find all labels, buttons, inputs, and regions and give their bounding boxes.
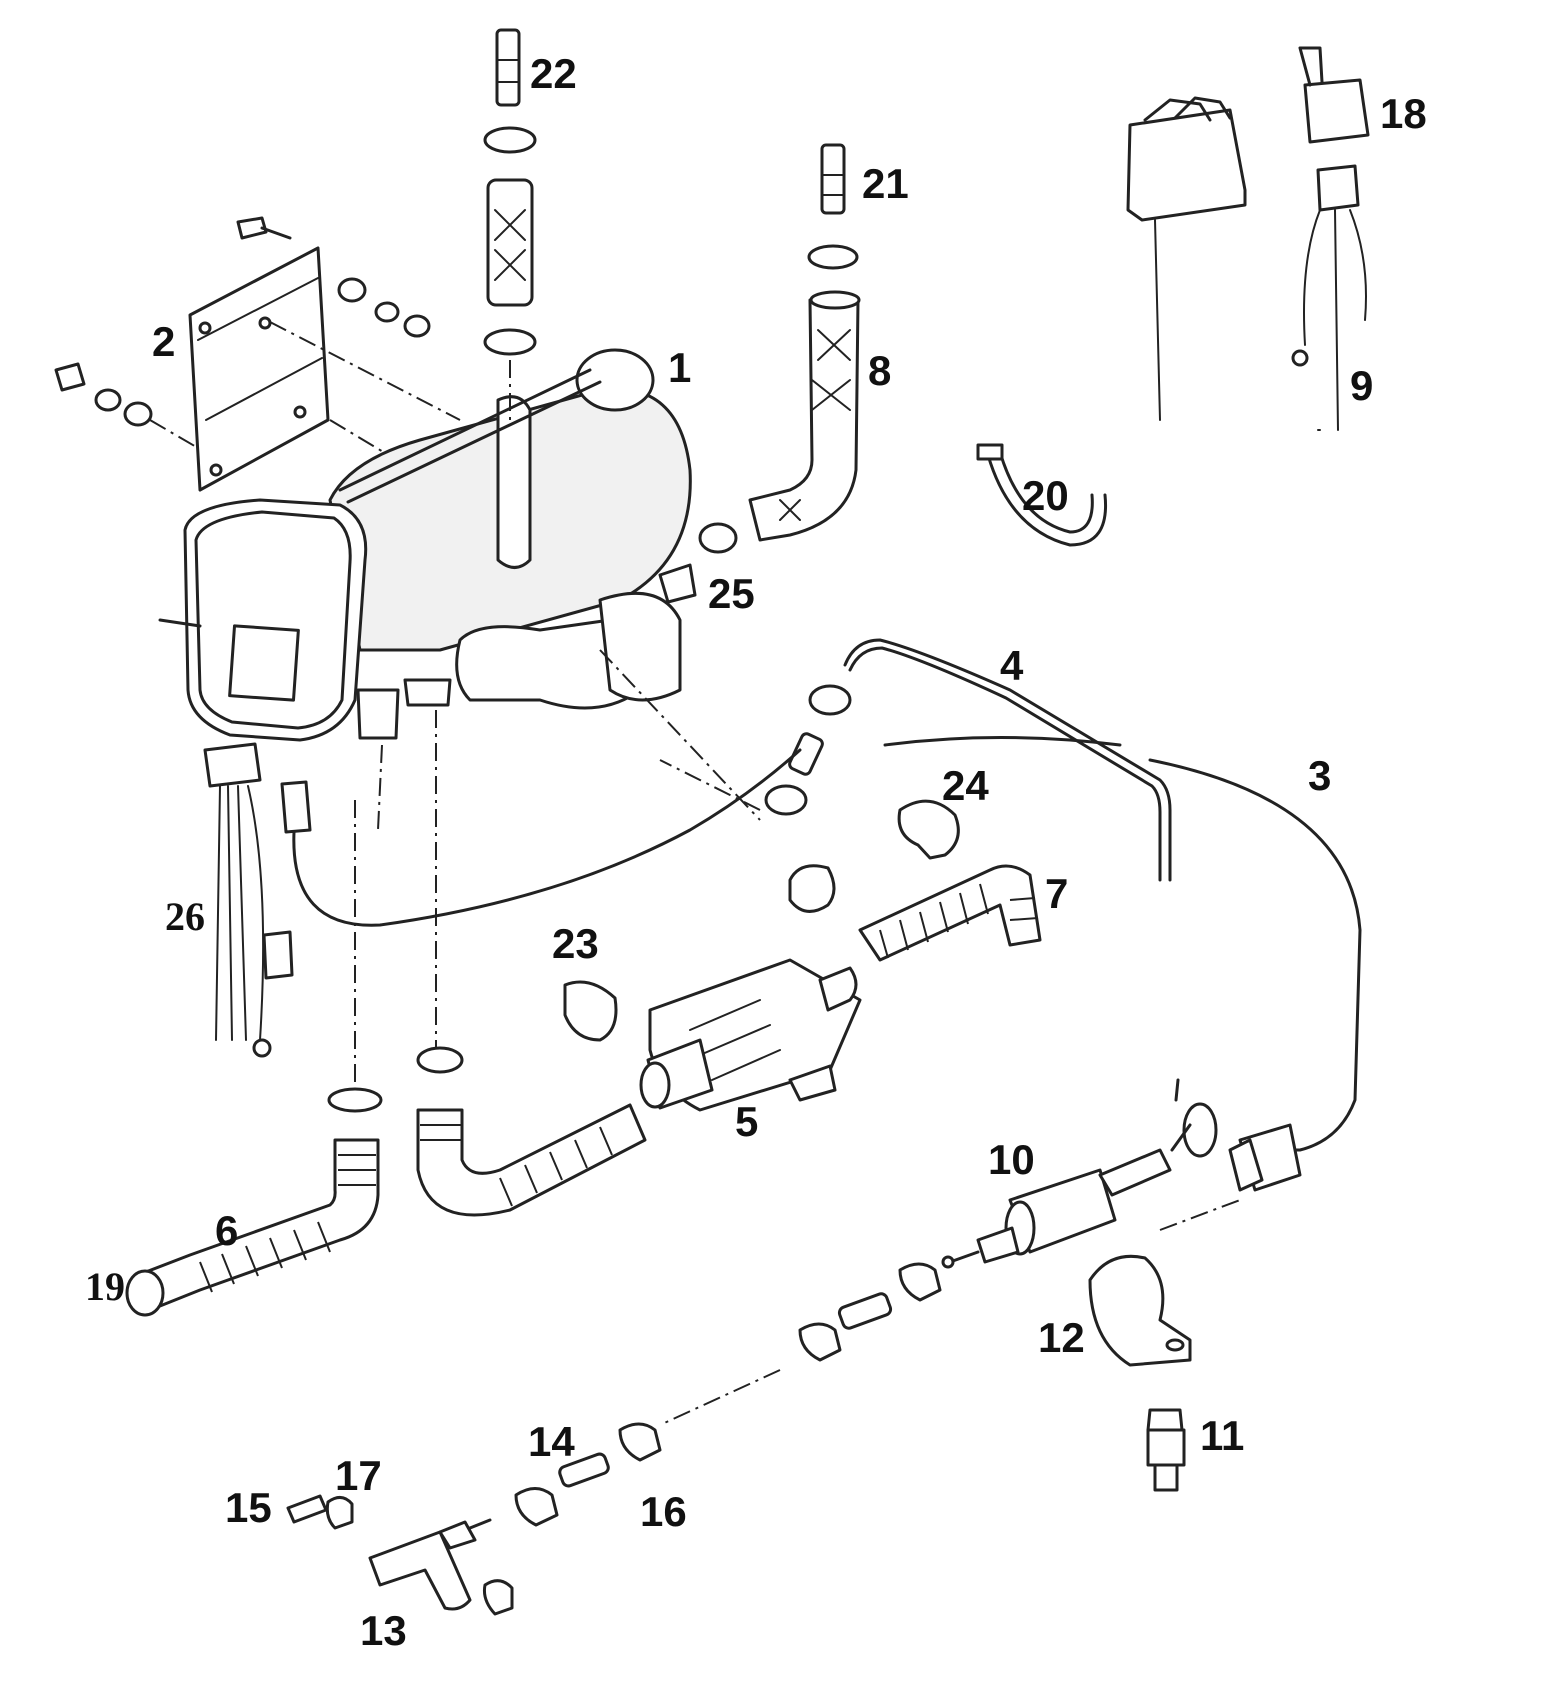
fuel-line: [659, 638, 1172, 882]
tee-fitting: [286, 1494, 514, 1616]
callout-22: 22: [530, 50, 577, 97]
callout-10: 10: [988, 1136, 1035, 1183]
callout-26: 26: [165, 894, 205, 939]
callout-18: 18: [1380, 90, 1427, 137]
callout-13: 13: [360, 1607, 407, 1654]
callout-1: 1: [668, 344, 691, 391]
muffler: [563, 958, 862, 1112]
pump-bracket: [1088, 1254, 1192, 1492]
exhaust-clamp-elbow: [788, 799, 1042, 962]
callout-7: 7: [1045, 870, 1068, 917]
callout-11: 11: [1200, 1412, 1244, 1459]
intake-hose: [125, 800, 383, 1317]
relay-and-harness: [1126, 46, 1370, 431]
callout-9: 9: [1350, 362, 1373, 409]
wiring-harness: [203, 742, 802, 1058]
callout-12: 12: [1038, 1314, 1085, 1361]
fuel-line-lower: [514, 1262, 942, 1527]
callout-16: 16: [640, 1488, 687, 1535]
callout-4: 4: [1000, 642, 1024, 689]
callout-25: 25: [708, 570, 755, 617]
callout-labels: 1 2 3 4 5 6 7 8 9 10 11 12 13 14 15 16 1…: [85, 50, 1427, 1654]
callout-17: 17: [335, 1452, 382, 1499]
coolant-hose-right: [698, 143, 861, 554]
mounting-bracket: [54, 216, 481, 511]
callout-8: 8: [868, 347, 891, 394]
callout-20: 20: [1022, 472, 1069, 519]
callout-14: 14: [528, 1418, 575, 1465]
callout-23: 23: [552, 920, 599, 967]
callout-21: 21: [862, 160, 909, 207]
callout-24: 24: [942, 762, 989, 809]
callout-2: 2: [152, 318, 175, 365]
callout-15: 15: [225, 1484, 272, 1531]
pump-wire: [883, 736, 1362, 1231]
exhaust-hose: [416, 1046, 647, 1217]
fuel-pump: [941, 1078, 1218, 1269]
heater-body: [158, 348, 761, 1060]
coolant-stub-top: [483, 28, 537, 420]
callout-19: 19: [85, 1264, 125, 1309]
cable-tie: [976, 443, 1108, 547]
callout-6: 6: [215, 1207, 238, 1254]
callout-5: 5: [735, 1098, 758, 1145]
callout-3: 3: [1308, 752, 1331, 799]
